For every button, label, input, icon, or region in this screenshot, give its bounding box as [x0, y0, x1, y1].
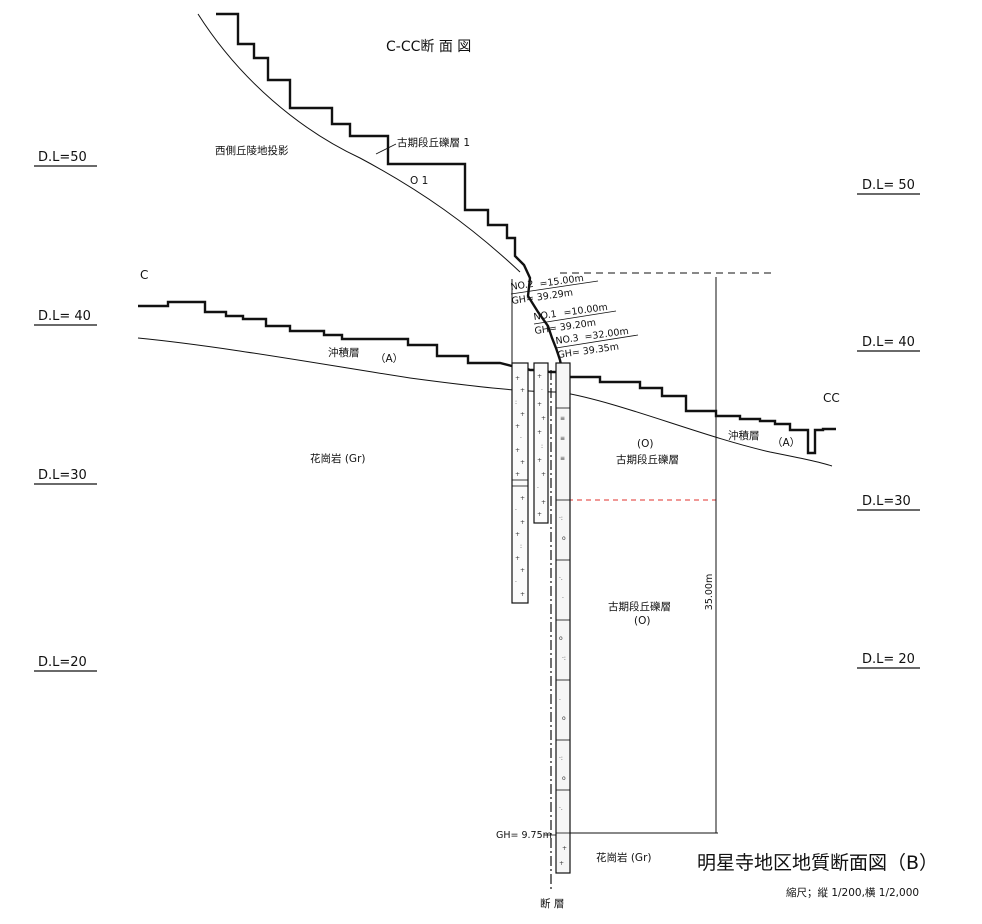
svg-text:+: + [541, 415, 546, 422]
main-title: 明星寺地区地質断面図（B） [697, 852, 938, 874]
borehole-no2-column: ++: ++· +++ +·+ +:+ +·+ [511, 362, 529, 604]
label-terrace-upper: 古期段丘礫層 [616, 453, 679, 466]
label-terrace-lower-code: (O) [634, 615, 650, 627]
svg-text:+: + [520, 591, 525, 598]
label-granite-bottom: 花崗岩 (Gr) [596, 851, 651, 864]
borehole-no1-depth: =10.00m [563, 302, 609, 319]
label-old-terrace-1: 古期段丘礫層 1 [397, 136, 470, 149]
svg-text:·: · [515, 579, 517, 586]
borehole-no2-annotation: NO.2 =15.00m GH= 39.29m [510, 273, 599, 307]
svg-text:·:: ·: [559, 755, 563, 762]
svg-text:·: · [541, 387, 543, 394]
svg-text:+: + [537, 457, 542, 464]
svg-text:≡: ≡ [560, 435, 565, 442]
svg-text:o: o [562, 535, 566, 542]
svg-text:·.: ·. [559, 575, 563, 582]
svg-text:·.: ·. [559, 805, 563, 812]
borehole-no3-name: NO.3 [555, 333, 580, 347]
svg-text:+: + [537, 511, 542, 518]
svg-text:+: + [559, 860, 564, 867]
depth-dimension-label: 35.00m [704, 574, 715, 610]
borehole-no3-column: ≡ ≡ ≡ ·: o ·. · o ·: . o ·: o ·. + + [555, 362, 571, 874]
svg-text:+: + [520, 495, 525, 502]
svg-text:≡: ≡ [560, 455, 565, 462]
datum-left-30: D.L=30 [38, 468, 87, 483]
section-title: C-CC断 面 図 [386, 39, 471, 55]
borehole-no2-depth: =15.00m [539, 273, 585, 290]
svg-text:·:: ·: [559, 515, 563, 522]
svg-text:o: o [562, 715, 566, 722]
svg-text:+: + [515, 471, 520, 478]
datum-right-50: D.L= 50 [862, 178, 915, 193]
svg-text:+: + [520, 459, 525, 466]
svg-text:+: + [515, 531, 520, 538]
datum-right-20: D.L= 20 [862, 652, 915, 667]
datum-right-30: D.L=30 [862, 494, 911, 509]
scale-note: 縮尺；縦 1/200,横 1/2,000 [786, 886, 919, 899]
borehole-no1-column: +·+ ++: ++· ++ [533, 362, 549, 524]
svg-text:+: + [515, 375, 520, 382]
svg-text:+: + [537, 401, 542, 408]
svg-text:≡: ≡ [560, 415, 565, 422]
svg-text:+: + [515, 447, 520, 454]
datum-left: D.L=50 D.L= 40 D.L=30 D.L=20 [34, 150, 97, 672]
borehole-no1-name: NO.1 [533, 309, 558, 323]
svg-text:·: · [562, 595, 564, 602]
datum-right-40: D.L= 40 [862, 335, 915, 350]
borehole-no2-name: NO.2 [510, 279, 535, 293]
west-hill-profile [216, 12, 564, 371]
svg-text:+: + [537, 373, 542, 380]
endpoint-c: C [140, 268, 148, 282]
label-alluvium-left: 沖積層 [328, 346, 360, 359]
label-fault: 断 層 [540, 897, 564, 910]
datum-right: D.L= 50 D.L= 40 D.L=30 D.L= 20 [857, 178, 920, 669]
svg-text:+: + [515, 555, 520, 562]
svg-text::: : [515, 399, 517, 406]
label-alluvium-right: 沖積層 [728, 429, 760, 442]
datum-left-40: D.L= 40 [38, 309, 91, 324]
datum-left-50: D.L=50 [38, 150, 87, 165]
svg-text::: : [541, 443, 543, 450]
label-alluvium-right-code: （A） [772, 437, 800, 449]
svg-text:+: + [562, 845, 567, 852]
svg-text:+: + [520, 567, 525, 574]
svg-text:+: + [541, 471, 546, 478]
svg-text:+: + [541, 499, 546, 506]
datum-left-20: D.L=20 [38, 655, 87, 670]
label-terrace-upper-code: (O) [637, 438, 653, 450]
svg-text:+: + [520, 411, 525, 418]
endpoint-cc: CC [823, 391, 840, 405]
svg-text:·: · [537, 485, 539, 492]
label-o1: O 1 [410, 175, 428, 187]
svg-text:·: · [520, 435, 522, 442]
svg-text:·: · [515, 507, 517, 514]
svg-text:+: + [520, 519, 525, 526]
alluvium-base-line [137, 337, 833, 467]
svg-text:+: + [520, 387, 525, 394]
label-alluvium-left-code: （A） [375, 353, 403, 365]
label-gh-bottom: GH= 9.75m [496, 830, 552, 841]
svg-text:·:: ·: [562, 655, 566, 662]
svg-text:+: + [537, 429, 542, 436]
hill-projection-curve [197, 13, 521, 273]
svg-text:+: + [515, 423, 520, 430]
svg-text:o: o [562, 775, 566, 782]
label-granite-left: 花崗岩 (Gr) [310, 452, 365, 465]
label-west-projection: 西側丘陵地投影 [215, 144, 289, 157]
svg-text::: : [520, 543, 522, 550]
svg-text:o: o [559, 635, 563, 642]
label-terrace-lower: 古期段丘礫層 [608, 600, 671, 613]
svg-text:.: . [559, 695, 561, 702]
